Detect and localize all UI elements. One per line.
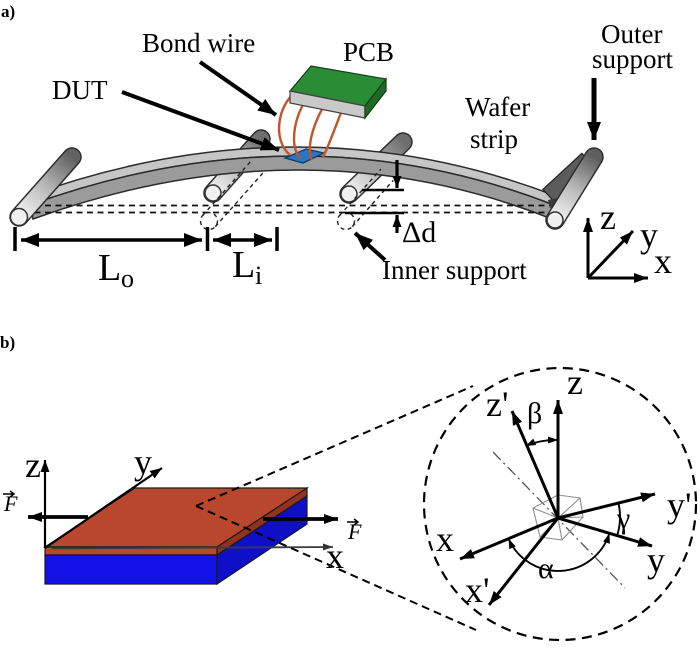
beta-arc-arrowhead	[548, 436, 558, 444]
pcb-label: PCB	[343, 37, 394, 67]
inset-x-prime-label: x'	[465, 570, 490, 610]
displacement-label: Δd	[402, 216, 436, 249]
lower-layer-front-face	[44, 554, 218, 585]
alpha-arc	[507, 532, 611, 572]
inset-axis-y-arrow	[557, 516, 653, 548]
inset-z-label: z	[567, 362, 583, 402]
force-symbol: F	[3, 491, 18, 516]
inner-support-right-end-face	[340, 185, 358, 203]
inset-axis-x-arrow	[459, 516, 559, 561]
alpha-label: α	[538, 552, 554, 585]
outer-support-right	[542, 147, 604, 230]
dut-pointer-arrow	[121, 90, 280, 152]
outer-span-symbol: L	[98, 247, 121, 289]
ghost-end-circle	[199, 211, 219, 231]
beta-arc-arrowhead	[525, 438, 537, 446]
dut-label: DUT	[52, 75, 108, 105]
alpha-arc-arrowhead	[508, 538, 516, 550]
axis-z-label: z	[25, 445, 41, 485]
outer-span-subscript: o	[121, 264, 134, 293]
axis-y-label: y	[640, 215, 658, 255]
inner-support-left-end-face	[204, 184, 222, 202]
inset-axis-x-prime-arrow	[487, 517, 560, 606]
vector-overbar-icon	[3, 490, 16, 498]
outer-support-label-line1: Outer	[601, 19, 662, 49]
bilayer-slab	[42, 486, 310, 586]
axes-panel-a: z y x	[583, 197, 672, 283]
panel-b-label: b)	[0, 333, 15, 352]
outer-support-right-end-face	[546, 211, 564, 229]
beta-label: β	[527, 397, 542, 430]
ghost-edge	[339, 168, 382, 216]
inner-support-label: Inner support	[382, 255, 527, 285]
axis-y-arrow	[586, 229, 635, 280]
inner-span-symbol: L	[232, 244, 255, 286]
zoom-wedge-upper-line	[195, 385, 474, 507]
outer-support-right-body	[546, 148, 603, 229]
panel-a-bending-setup: z y x a) Bond wire DUT PCB Wafer strip O…	[1, 2, 673, 293]
rotated-axes-inset: z z' β y' y γ x x' α	[436, 362, 692, 610]
pcb-side-face	[364, 77, 387, 120]
axis-y-label: y	[134, 442, 152, 482]
dimension-lines	[13, 227, 279, 251]
inner-support-left-ghost	[199, 161, 264, 231]
axis-x-arrow	[51, 543, 334, 551]
inset-z-prime-label: z'	[486, 384, 508, 424]
ghost-end-circle	[336, 211, 356, 231]
inset-axis-z-prime-arrow	[510, 410, 560, 519]
panel-a-label: a)	[1, 2, 15, 21]
force-symbol: F	[347, 519, 362, 544]
axis-z-label: z	[600, 197, 616, 237]
pcb-board	[288, 65, 388, 120]
inset-y-label: y	[647, 540, 665, 580]
force-label-right: F	[347, 518, 362, 544]
outer-support-label-line2: support	[592, 44, 673, 74]
inner-span-subscript: i	[255, 261, 262, 290]
axes-panel-b: z y x	[25, 442, 344, 576]
wafer-strip-label-line1: Wafer	[465, 92, 530, 122]
gamma-label: γ	[616, 502, 630, 535]
bond-wire-pointer-arrow	[198, 60, 278, 117]
axis-x-label: x	[654, 241, 672, 281]
vector-overbar-icon	[347, 518, 360, 526]
wafer-strip-label-line2: strip	[470, 124, 518, 154]
axis-y-arrow	[44, 467, 163, 549]
outer-support-left	[9, 147, 82, 227]
inset-axis-y-prime-arrow	[557, 492, 656, 520]
crystal-axis-dash-dot-line	[492, 451, 626, 589]
displacement-measure	[345, 160, 404, 233]
panel-b-specimen: z y x F F	[0, 333, 698, 642]
force-label-left: F	[3, 490, 18, 516]
inner-support-pointer-arrow	[353, 231, 387, 262]
inset-x-label: x	[436, 519, 454, 559]
bond-wire-label: Bond wire	[142, 28, 255, 58]
alpha-arc-arrowhead	[603, 533, 610, 544]
outer-support-left-end-face	[9, 207, 29, 227]
outer-support-left-body	[10, 148, 81, 226]
inset-y-prime-label: y'	[667, 485, 692, 525]
ghost-edge	[351, 179, 394, 228]
wafer-strip-front-face	[29, 155, 555, 221]
zoom-inset-circle	[422, 366, 698, 642]
